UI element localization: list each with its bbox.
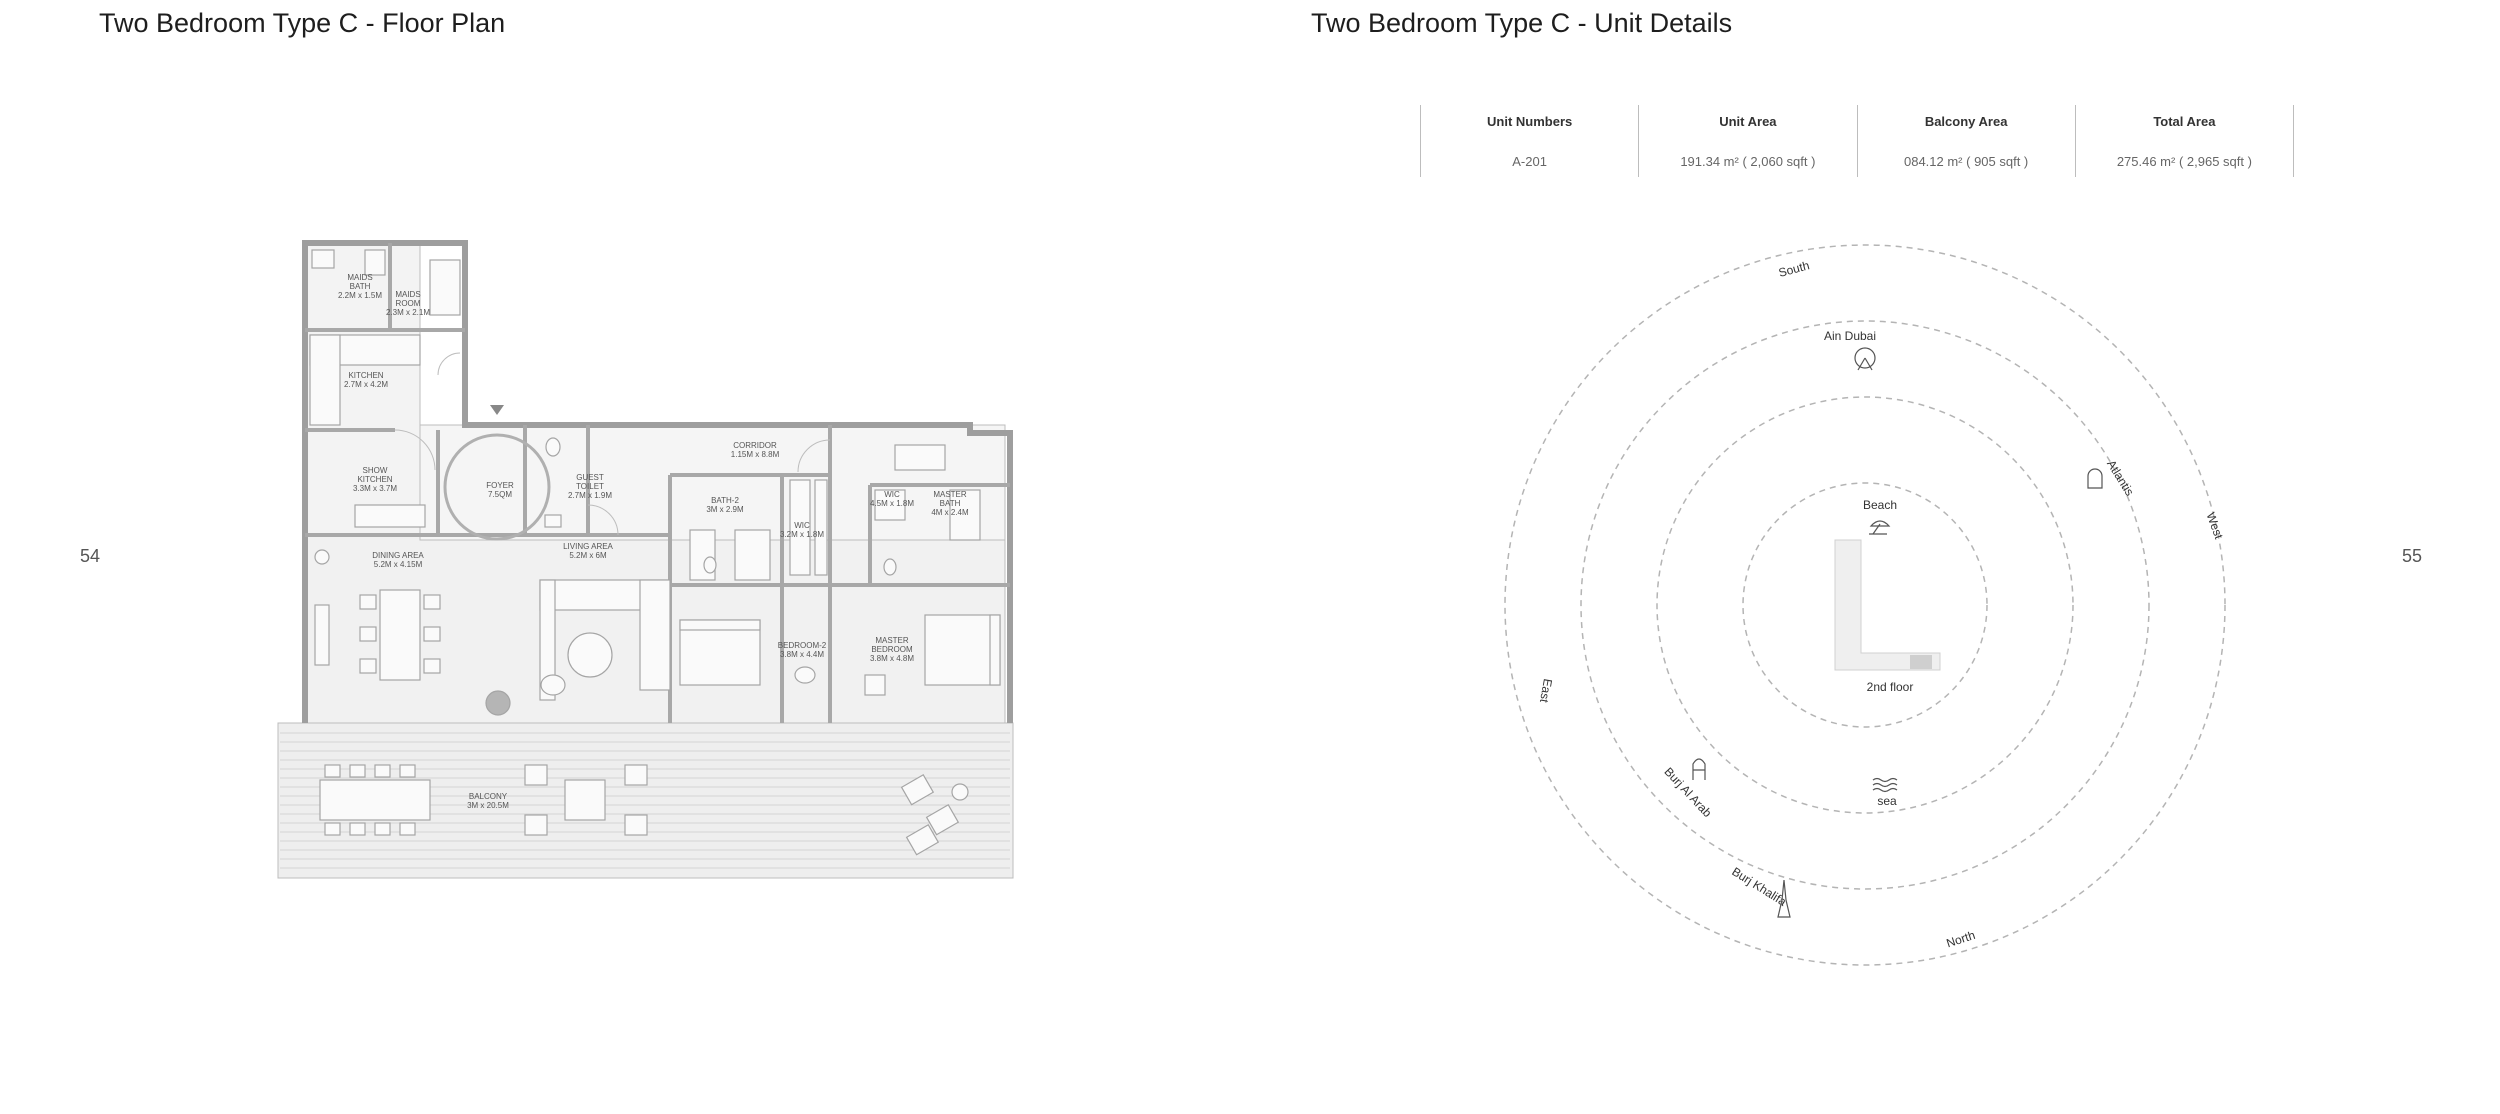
burj-khalifa-label: Burj Khalifa <box>1729 864 1789 909</box>
total-area-value: 275.46 m² ( 2,965 sqft ) <box>2116 154 2252 169</box>
balcony-area-value: 084.12 m² ( 905 sqft ) <box>1903 154 2029 169</box>
unit-details-title: Two Bedroom Type C - Unit Details <box>1311 8 1733 38</box>
total-area-column: Total Area 275.46 m² ( 2,965 sqft ) <box>2074 105 2294 177</box>
building-footprint <box>1834 539 1941 671</box>
east-label: East <box>1537 678 1555 705</box>
beach-label: Beach <box>1863 498 1897 512</box>
floor-plan-title: Two Bedroom Type C - Floor Plan <box>99 8 506 38</box>
orientation-diagram: South West North East Ain Dubai Atlantis… <box>1504 244 2227 966</box>
atlantis-label: Atlantis <box>2104 457 2137 498</box>
foyer-circle <box>443 433 551 541</box>
floor-label: 2nd floor <box>1867 680 1914 694</box>
inner-ring <box>1742 482 1988 728</box>
beach-umbrella-icon <box>1869 520 1891 535</box>
south-label: South <box>1777 258 1811 280</box>
ferris-wheel-icon <box>1854 347 1876 371</box>
landmark-ring <box>1580 320 2150 890</box>
interior-walls <box>305 243 1010 723</box>
exterior-walls <box>302 240 1013 723</box>
unit-area-value: 191.34 m² ( 2,060 sqft ) <box>1680 154 1816 169</box>
unit-area-column: Unit Area 191.34 m² ( 2,060 sqft ) <box>1638 105 1856 177</box>
burj-khalifa-icon <box>1777 879 1791 918</box>
page-number-right: 55 <box>2402 546 2423 566</box>
unit-highlight <box>1910 655 1932 669</box>
north-label: North <box>1945 928 1977 950</box>
page-number-left: 54 <box>80 546 101 566</box>
unit-details-table: Unit Numbers A-201 Unit Area 191.34 m² (… <box>1420 105 2294 177</box>
middle-ring <box>1656 396 2074 814</box>
atlantis-icon <box>2087 468 2103 489</box>
total-area-header: Total Area <box>2153 114 2216 129</box>
door-swings <box>394 352 831 536</box>
ain-dubai-label: Ain Dubai <box>1824 329 1876 343</box>
balcony-area-column: Balcony Area 084.12 m² ( 905 sqft ) <box>1856 105 2075 177</box>
outer-ring <box>1504 244 2226 966</box>
unit-area-header: Unit Area <box>1719 114 1777 129</box>
balcony-area-header: Balcony Area <box>1924 114 2008 129</box>
unit-numbers-value: A-201 <box>1512 154 1547 169</box>
burj-al-arab-icon <box>1692 758 1706 780</box>
unit-numbers-header: Unit Numbers <box>1487 114 1573 129</box>
sea-label: sea <box>1877 794 1897 808</box>
furniture <box>309 249 1001 856</box>
waves-icon <box>1872 777 1898 793</box>
west-label: West <box>2204 510 2227 541</box>
entrance-arrow-icon <box>490 405 504 415</box>
unit-numbers-column: Unit Numbers A-201 <box>1420 105 1638 177</box>
